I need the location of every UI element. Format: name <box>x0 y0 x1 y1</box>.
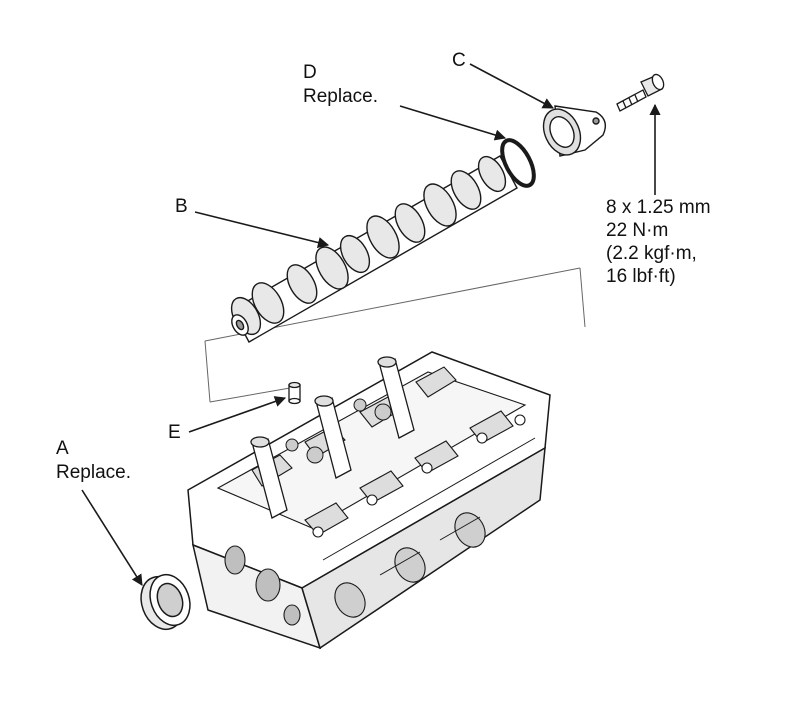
torque-kgf: (2.2 kgf·m, <box>606 243 697 264</box>
torque-lbf: 16 lbf·ft) <box>606 266 676 287</box>
label-e: E <box>168 422 181 443</box>
label-c: C <box>452 50 466 71</box>
bolt <box>616 73 665 112</box>
dowel-pin <box>288 381 301 405</box>
o-ring <box>500 138 536 188</box>
camshaft <box>230 155 518 343</box>
label-d-note: Replace. <box>303 86 378 107</box>
bolt-size: 8 x 1.25 mm <box>606 197 711 218</box>
oil-seal <box>140 573 191 631</box>
label-b: B <box>175 196 188 217</box>
label-d: D <box>303 62 317 83</box>
cylinder-head <box>187 351 551 650</box>
label-a-note: Replace. <box>56 462 131 483</box>
label-a: A <box>56 438 69 459</box>
torque-nm: 22 N·m <box>606 220 669 241</box>
camshaft-end-cap <box>542 105 606 157</box>
leader-lines <box>81 63 661 586</box>
